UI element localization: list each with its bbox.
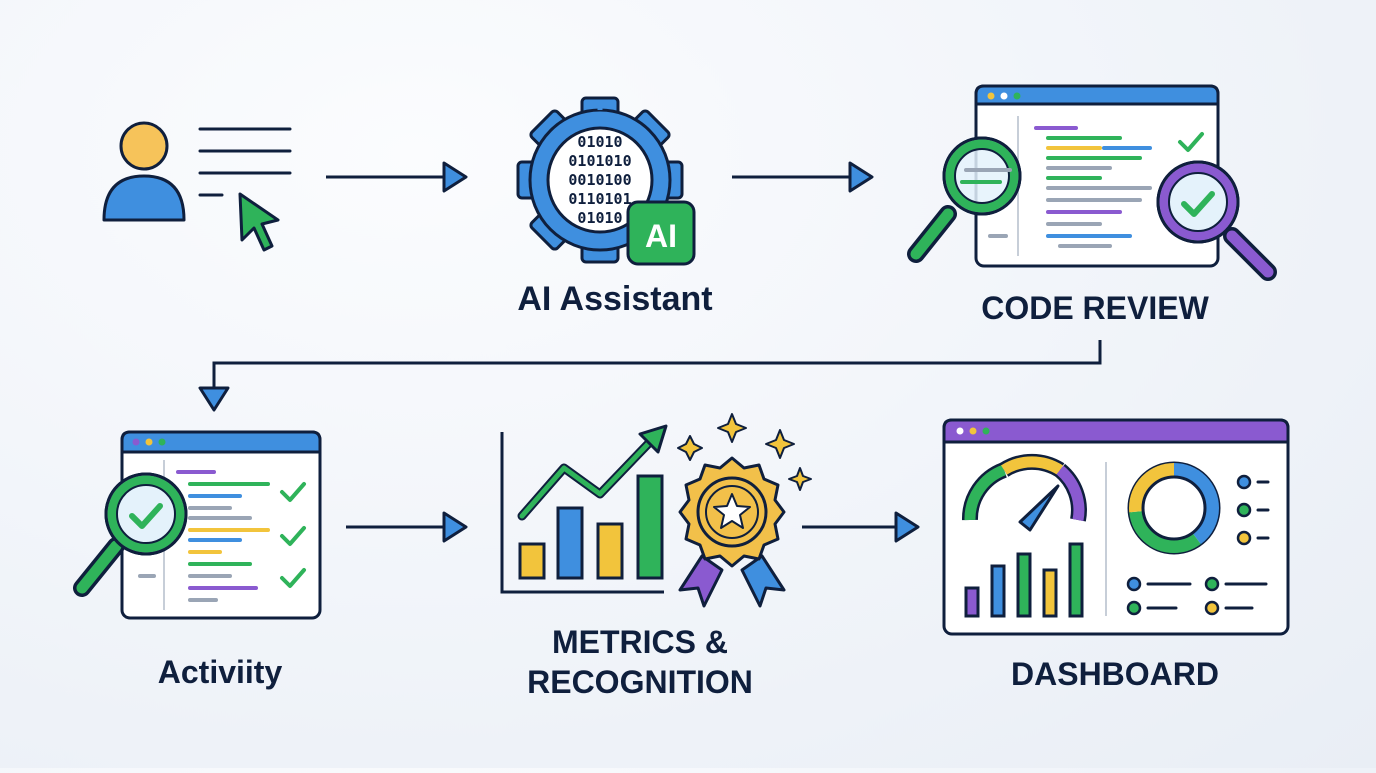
arrow-user-to-ai: [326, 161, 468, 193]
magnifier-icon: [907, 136, 1022, 263]
arrow-ai-to-code-review: [732, 161, 874, 193]
binary-line: 0101010: [568, 152, 631, 170]
code-review-window: [974, 84, 1220, 268]
label-metrics-line1: METRICS &: [552, 624, 728, 660]
dashboard-bar-chart: [964, 542, 1084, 618]
label-metrics-recognition: METRICS & RECOGNITION: [470, 622, 810, 702]
binary-line: 01010: [577, 133, 622, 151]
label-dashboard: DASHBOARD: [1011, 656, 1219, 692]
donut-chart-icon: [1127, 461, 1221, 555]
binary-code-text: 01010 0101010 0010100 0110101 01010: [568, 133, 631, 227]
label-ai-assistant: AI Assistant: [517, 280, 713, 318]
binary-line: 01010: [577, 209, 622, 227]
sparkle-icon: [677, 413, 812, 491]
bar-chart-icon: [500, 424, 668, 594]
magnifier-check-icon: [73, 472, 188, 597]
text-lines-icon: [198, 127, 292, 197]
check-magnifier-icon: [1156, 160, 1277, 281]
cursor-icon: [238, 192, 280, 252]
award-ribbon-icon: [678, 456, 786, 608]
arrow-activity-to-metrics: [346, 511, 468, 543]
legend-icon: [1126, 474, 1270, 616]
binary-line: 0110101: [568, 190, 631, 208]
gauge-icon: [962, 453, 1087, 532]
activity-window: [120, 430, 322, 620]
user-icon: [102, 121, 186, 222]
arrow-metrics-to-dashboard: [802, 511, 920, 543]
binary-line: 0010100: [568, 171, 631, 189]
label-code-review: CODE REVIEW: [981, 290, 1209, 326]
ai-badge: AI: [626, 200, 696, 266]
arrow-code-review-to-activity: [198, 340, 1102, 412]
ai-badge-text: AI: [645, 218, 677, 254]
label-activity: Activiity: [157, 654, 283, 690]
label-metrics-line2: RECOGNITION: [527, 664, 753, 700]
